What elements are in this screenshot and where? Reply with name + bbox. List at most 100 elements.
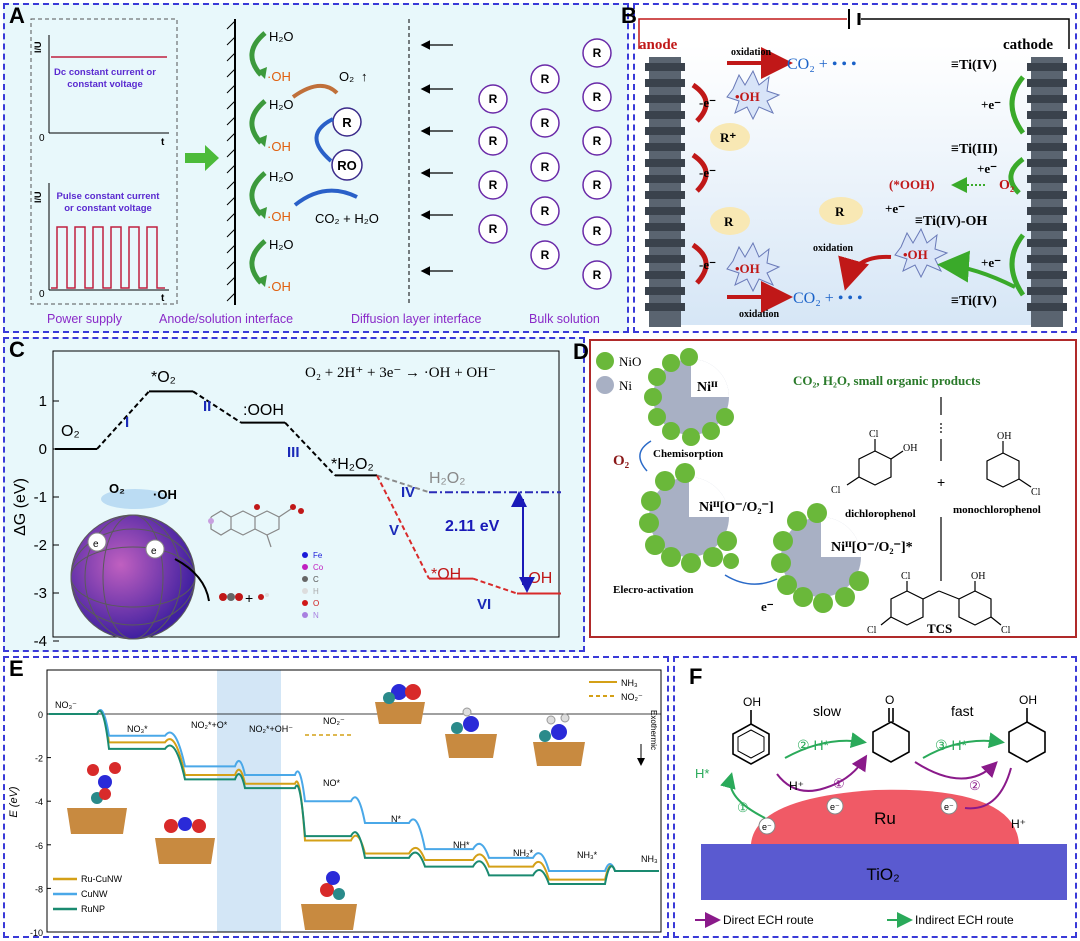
tio2-label: TiO₂ — [866, 865, 899, 884]
h-plus-2: H⁺ — [1011, 817, 1026, 831]
svg-text:+: + — [245, 590, 253, 606]
cyclohexanone-structure — [872, 708, 910, 763]
legend-nio: NiO — [619, 354, 641, 369]
oh-bottom: •OH — [735, 261, 760, 276]
svg-text:R: R — [593, 134, 602, 148]
oxidation-mid: oxidation — [813, 243, 853, 254]
c-ytick-label: -2 — [34, 537, 47, 554]
dc-origin: 0 — [39, 133, 45, 144]
ni2-label: Niᴵᴵ — [697, 380, 718, 395]
e-ylabel: E (eV) — [8, 786, 20, 818]
svg-text:R: R — [489, 178, 498, 192]
pulse-origin: 0 — [39, 289, 45, 300]
c-ytick-label: 0 — [39, 441, 47, 458]
c-ytick-label: 1 — [39, 393, 47, 410]
d-o2: O₂ — [613, 453, 630, 469]
e-ytick-label: -6 — [35, 841, 43, 851]
caption-diffusion: Diffusion layer interface — [351, 312, 481, 326]
panel-a: A I/U t 0 Dc constant current or constan… — [3, 3, 629, 333]
slow-label: slow — [813, 703, 842, 719]
caption-anode: Anode/solution interface — [159, 312, 293, 326]
ooh-label: (*OOH) — [889, 177, 935, 192]
inset-nanoparticle: e e O₂ ·OH + — [70, 481, 304, 640]
r-plus-ellipse — [710, 123, 750, 151]
inset-o2: O₂ — [109, 481, 125, 496]
c-equation: O₂ + 2H⁺ + 3e⁻ → ·OH + OH⁻ — [305, 365, 496, 381]
fast-label: fast — [951, 703, 974, 719]
r-plus-label: R⁺ — [720, 130, 736, 145]
e-plus-1: +e⁻ — [981, 97, 1001, 112]
o2-label: O₂ — [339, 69, 354, 84]
particle-2: Niᴵᴵ[O⁻/O₂⁻] — [639, 463, 774, 573]
c-connector-0-2 — [192, 390, 242, 424]
panel-f-letter: F — [689, 664, 703, 689]
svg-text:R: R — [541, 72, 550, 86]
power-supply-box — [30, 18, 178, 305]
svg-text:Cl: Cl — [901, 571, 911, 582]
exothermic-arrow-icon — [637, 758, 645, 766]
oh-group-3: H₂O ·OH — [249, 169, 294, 224]
e-minus-2: -e⁻ — [699, 165, 716, 180]
e-ytick-label: -8 — [35, 884, 43, 894]
svg-text:R: R — [489, 222, 498, 236]
o2-arrow — [291, 84, 339, 99]
e-sp-5: NO* — [323, 778, 341, 788]
svg-text:Cl: Cl — [831, 485, 841, 496]
d-e-minus: e⁻ — [761, 599, 774, 614]
circle2-purple: ② — [969, 778, 981, 793]
e-series-2 — [49, 709, 659, 886]
svg-text:R: R — [541, 248, 550, 262]
h2o-3: H₂O — [269, 169, 294, 184]
products-label: CO₂, H₂O, small organic products — [793, 373, 980, 388]
green-arrow-icon — [185, 145, 219, 171]
svg-text:C: C — [313, 575, 319, 584]
c-yticks: 10-1-2-3-4 — [34, 393, 59, 650]
tcs-label: TCS — [927, 621, 952, 636]
svg-text:e⁻: e⁻ — [944, 802, 954, 812]
c-ytick-label: -3 — [34, 585, 47, 602]
tcs-structure — [880, 581, 1002, 626]
ro-circle — [331, 149, 363, 181]
c-connector-1-1 — [376, 474, 430, 494]
panel-d-letter: D — [573, 339, 589, 364]
oh-group-4: H₂O ·OH — [249, 237, 294, 294]
svg-text:Cl: Cl — [867, 625, 877, 636]
legend-nh3: NH₃ — [621, 678, 638, 688]
oxidation-bottom: oxidation — [739, 309, 779, 320]
svg-text:RuNP: RuNP — [81, 904, 105, 914]
step-6: VI — [477, 596, 491, 613]
c-sp-ooh: :OOH — [243, 402, 284, 419]
ni2-o-star-label: Niᴵᴵ[O⁻/O₂⁻]* — [831, 540, 913, 555]
r-label: R — [342, 115, 352, 130]
e-ytick-label: -2 — [35, 754, 43, 764]
e-sp-3: NO₂*+OH⁻ — [249, 724, 293, 734]
h2o-2: H₂O — [269, 97, 294, 112]
ro-label: RO — [337, 158, 357, 173]
o2-label-b: O₂ — [999, 178, 1014, 193]
c-energy-lines — [55, 390, 561, 595]
c-sp-ohstar: *OH — [431, 566, 461, 583]
exothermic-label: Exothermic — [649, 710, 658, 750]
svg-text:N: N — [313, 611, 319, 620]
svg-text:R: R — [489, 92, 498, 106]
step3-label: ③ H* — [935, 737, 968, 753]
c-connector-2-1 — [376, 474, 430, 580]
pulse-label-2: or constant voltage — [64, 203, 152, 214]
svg-text:O: O — [313, 599, 319, 608]
oh-2: ·OH — [267, 139, 291, 154]
ti4-top: ≡Ti(IV) — [951, 58, 997, 73]
panel-b: B anode cathode •OH — [621, 3, 1077, 333]
co2-bottom: CO₂ + • • • — [793, 290, 863, 307]
dc-label-1: Dc constant current or — [54, 67, 156, 78]
svg-text:R: R — [541, 160, 550, 174]
dc-axis-y: I/U — [33, 41, 43, 53]
svg-text:Co: Co — [313, 563, 324, 572]
panel-b-diagram: anode cathode •OH oxidation CO₂ + • • • … — [638, 9, 1070, 327]
legend-direct: Direct ECH route — [723, 913, 814, 927]
plot-frame — [52, 350, 560, 638]
monochlorophenol-label: monochlorophenol — [953, 504, 1041, 516]
dc-axis-x: t — [161, 137, 165, 148]
monochlorophenol-structure — [986, 441, 1032, 488]
e-minus-1: -e⁻ — [699, 95, 716, 110]
inset-nh — [445, 707, 497, 758]
